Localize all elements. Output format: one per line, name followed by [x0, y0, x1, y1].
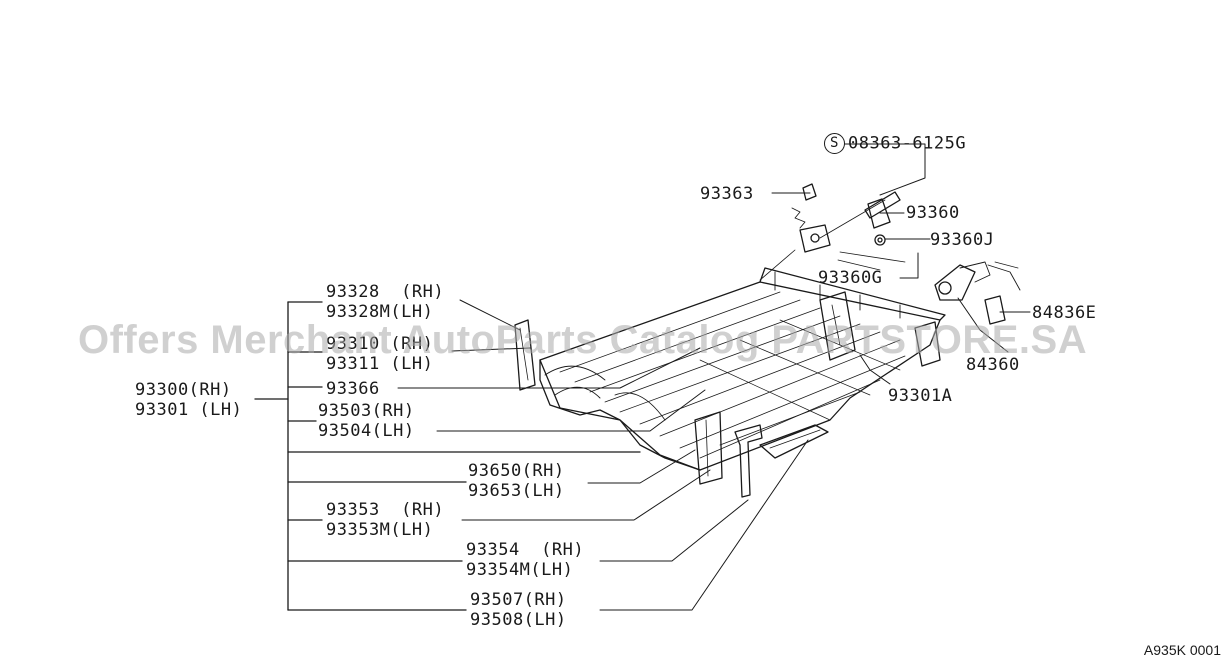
part-label-93354m: 93354M(LH) [466, 560, 574, 580]
part-label-93311: 93311 (LH) [326, 354, 434, 374]
part-label-93366: 93366 [326, 379, 380, 399]
part-label-84360: 84360 [966, 355, 1020, 375]
part-label-93360g: 93360G [818, 268, 883, 288]
part-label-93301: 93301 (LH) [135, 400, 243, 420]
gate-lock-hardware [759, 183, 1021, 325]
part-label-93360: 93360 [906, 203, 960, 223]
part-label-93328: 93328 (RH) [326, 282, 445, 302]
part-label-84836e: 84836E [1032, 303, 1097, 323]
part-label-93353: 93353 (RH) [326, 500, 445, 520]
part-label-93328m: 93328M(LH) [326, 302, 434, 322]
part-label-93354: 93354 (RH) [466, 540, 585, 560]
truck-bed-body [514, 267, 946, 498]
part-label-93300: 93300(RH) [135, 380, 232, 400]
watermark-text: Offers Merchant AutoParts Catalog PARTST… [78, 318, 1088, 362]
part-label-93310: 93310 (RH) [326, 334, 434, 354]
part-label-93508: 93508(LH) [470, 610, 567, 630]
part-label-93504: 93504(LH) [318, 421, 415, 441]
part-label-93360j: 93360J [930, 230, 995, 250]
part-label-93507: 93507(RH) [470, 590, 567, 610]
group-bracket [254, 301, 641, 611]
part-label-93353m: 93353M(LH) [326, 520, 434, 540]
part-label-93503: 93503(RH) [318, 401, 415, 421]
part-label-93363: 93363 [700, 184, 754, 204]
part-label-93650: 93650(RH) [468, 461, 565, 481]
part-label-93301a: 93301A [888, 386, 953, 406]
part-label-93653: 93653(LH) [468, 481, 565, 501]
part-number-08363-6125g: 08363-6125G [848, 133, 967, 154]
standard-part-symbol: S [824, 133, 845, 154]
diagram-code: A935K 0001 [1143, 642, 1221, 658]
